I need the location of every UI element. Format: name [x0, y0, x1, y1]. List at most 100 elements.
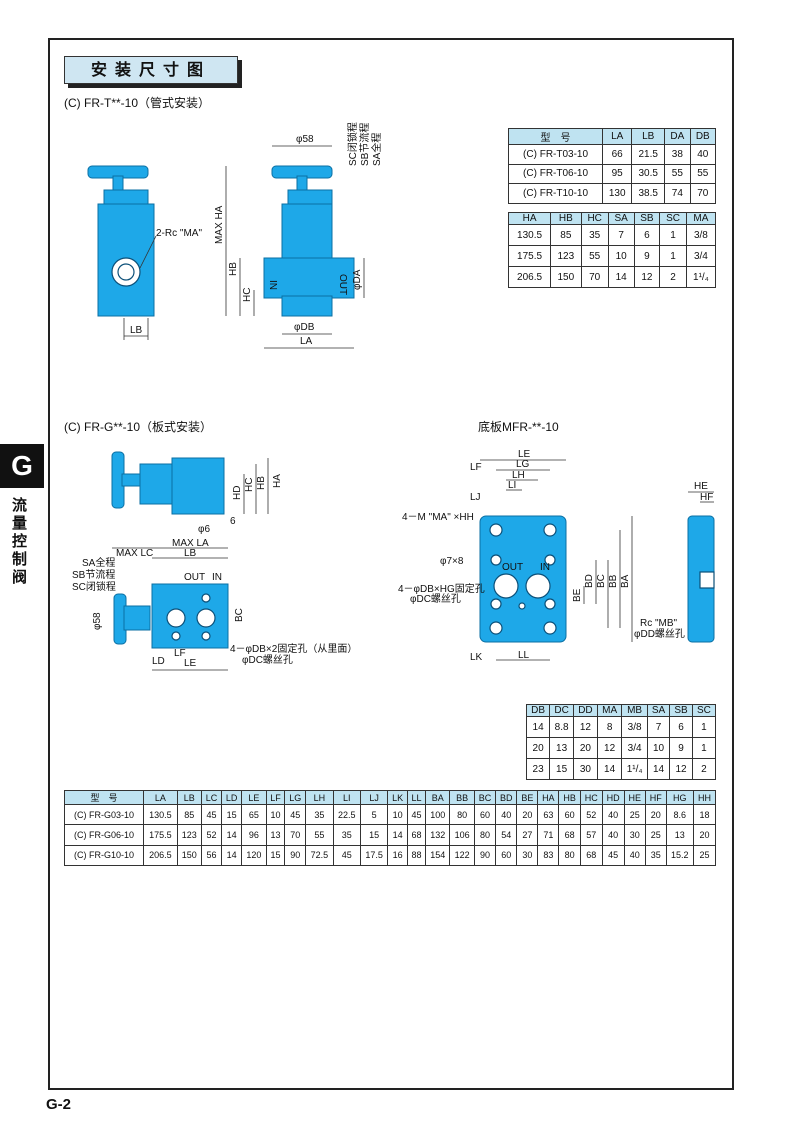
table-cell: 18 — [692, 803, 717, 826]
mfr-lf-label: LF — [470, 462, 482, 473]
table-header: LI — [332, 790, 361, 805]
fr-g-phi6-label: φ6 — [198, 524, 210, 535]
fr-g-ld-label: LD — [152, 656, 165, 667]
table-header: HA — [507, 212, 552, 225]
table-cell: 70 — [580, 266, 609, 288]
fr-g-six-label: 6 — [230, 516, 236, 527]
table-cell: 30.5 — [631, 163, 666, 185]
table-header: HC — [579, 790, 603, 805]
table-header: DB — [525, 704, 551, 717]
table-cell: 5 — [359, 803, 389, 826]
table-cell: 40 — [689, 144, 717, 165]
table-header-row: 型 号 LA LB DA DB — [507, 128, 717, 145]
fr-g-lf-label: LF — [174, 648, 186, 659]
table-cell: 3/4 — [621, 737, 648, 759]
table-cell: 16 — [387, 844, 408, 867]
table-cell: 8.6 — [665, 803, 694, 826]
table-header: SB — [669, 704, 693, 717]
table-cell: 14 — [596, 758, 623, 780]
table-cell: 70 — [689, 183, 717, 204]
mfr-lh-label: LH — [512, 470, 525, 481]
table-cell: 60 — [473, 803, 497, 826]
table-cell: 100 — [425, 803, 451, 826]
table-header: HD — [601, 790, 625, 805]
table-cell: 12 — [596, 737, 623, 759]
mfr-rc1-label: Rc "MB" — [640, 618, 678, 629]
fr-g-sa-label: SA全程 — [82, 556, 115, 569]
table-cell: 130 — [602, 183, 633, 204]
fr-g-hc-label: HC — [244, 478, 255, 492]
table-cell: 13 — [665, 824, 694, 846]
mfr-be-label: BE — [572, 588, 583, 602]
mfr-m-label: 4－M "MA" ×HH — [402, 512, 474, 523]
table-header: MA — [685, 212, 717, 225]
fr-g-sc-label: SC闭锁程 — [72, 580, 116, 593]
table-header: HH — [692, 790, 717, 805]
table-cell: 150 — [176, 844, 202, 867]
table-cell: 20 — [516, 803, 539, 826]
table-cell: 38.5 — [631, 183, 666, 204]
fr-g-heading: (C) FR-G**-10（板式安装） — [64, 420, 213, 434]
table-header: LG — [284, 790, 307, 805]
table-cell: 55 — [689, 163, 717, 185]
fr-g-hole1-label: 4－φDB×2固定孔（从里面） — [230, 642, 357, 655]
table-header: MA — [596, 704, 623, 717]
table-header: LB — [176, 790, 202, 805]
fr-g-ha-label: HA — [272, 474, 283, 488]
table-cell: 54 — [495, 824, 518, 846]
table-header: HA — [537, 790, 560, 805]
mfr-bd-label: BD — [584, 574, 595, 588]
table-cell: 10 — [607, 245, 635, 267]
fr-t-sb-label: SB节流程 — [358, 123, 371, 166]
table-cell: (C) FR-G10-10 — [63, 844, 145, 867]
side-label: 流量控制阀 — [12, 496, 28, 586]
table-cell: 72.5 — [305, 844, 334, 867]
table-cell: 130.5 — [507, 224, 552, 246]
mfr-hole2-label: φDC螺丝孔 — [410, 593, 461, 605]
table-header: LL — [406, 790, 427, 805]
table-cell: 206.5 — [143, 844, 178, 867]
table-cell: 14 — [525, 716, 551, 738]
table-cell: 1 — [691, 737, 717, 759]
fr-t-phi58-label: φ58 — [296, 134, 314, 145]
page-number: G-2 — [46, 1096, 72, 1113]
fr-g-side-view: HD HC HB HA φ6 6 — [111, 451, 283, 535]
table-cell: 20 — [692, 824, 717, 846]
table-cell: 2 — [691, 758, 717, 780]
table-header: BD — [495, 790, 518, 805]
table-cell: 45 — [200, 803, 223, 826]
fr-g-top-view: OUT IN MAX LA LB MAX LC SA全程 SB节流程 SC闭锁程… — [72, 538, 357, 671]
table-cell: 90 — [473, 844, 497, 867]
table-cell: (C) FR-G06-10 — [63, 824, 145, 846]
table-cell: 14 — [221, 844, 243, 867]
mfr-he-label: HE — [694, 481, 708, 492]
fr-g-sb-label: SB节流程 — [72, 568, 115, 581]
fr-t-front-view: φ58 MAX HA HB HC LA φDB φDA IN OUT SC闭锁程… — [214, 122, 383, 349]
fr-t-phidb-label: φDB — [294, 322, 315, 333]
table-cell: 20 — [644, 803, 667, 826]
table-cell: 1 — [691, 716, 717, 738]
table-cell: 120 — [241, 844, 267, 867]
table-cell: 60 — [558, 803, 581, 826]
table-cell: 80 — [449, 803, 475, 826]
table-cell: 7 — [646, 716, 671, 738]
mfr-bb-label: BB — [608, 574, 619, 588]
table-cell: 35 — [305, 803, 334, 826]
table-cell: 85 — [550, 224, 582, 246]
table-cell: 15 — [549, 758, 575, 780]
fr-g-hb-label: HB — [256, 476, 267, 490]
table-cell: (C) FR-T10-10 — [507, 183, 604, 204]
table-cell: 85 — [176, 803, 202, 826]
table-cell: 15.2 — [665, 844, 694, 867]
table-cell: 15 — [265, 844, 286, 867]
mfr-li-label: LI — [508, 480, 516, 491]
